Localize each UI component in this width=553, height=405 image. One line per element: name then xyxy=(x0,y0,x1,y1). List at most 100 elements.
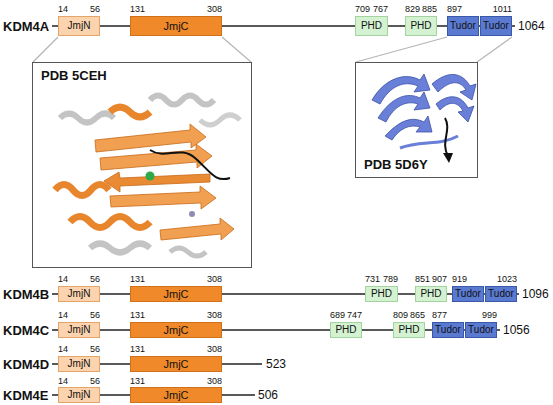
residue-number: 851 xyxy=(415,274,430,284)
domain-name: Tudor xyxy=(455,288,481,300)
protein-length: 1056 xyxy=(503,323,530,337)
peptide-arrowhead xyxy=(443,153,453,163)
tudor-domain: Tudor xyxy=(452,286,484,302)
domain-name: PHD xyxy=(361,20,382,32)
jmjc-domain: JmjC xyxy=(130,322,222,338)
residue-number: 809 xyxy=(393,310,408,320)
phd-domain: PHD xyxy=(405,16,437,36)
beta-strand xyxy=(432,74,476,100)
residue-number: 131 xyxy=(130,274,145,284)
phd-domain: PHD xyxy=(330,322,362,338)
residue-number: 131 xyxy=(130,344,145,354)
domain-name: JmjC xyxy=(163,324,188,337)
domain-name: PHD xyxy=(420,288,441,300)
domain-name: JmjN xyxy=(68,20,91,32)
protein-length: 1064 xyxy=(518,19,545,33)
domain-name: JmjC xyxy=(163,20,188,33)
beta-strand xyxy=(104,172,210,192)
residue-number: 907 xyxy=(432,274,447,284)
residue-number: 56 xyxy=(90,310,100,320)
residue-number: 1011 xyxy=(493,4,512,14)
domain-name: JmjN xyxy=(68,324,91,336)
residue-number: 767 xyxy=(373,4,388,14)
domain-name: Tudor xyxy=(435,324,461,336)
tudor-domain: Tudor xyxy=(432,322,464,338)
residue-number: 308 xyxy=(207,376,222,386)
residue-number: 14 xyxy=(58,310,68,320)
protein-name: KDM4C xyxy=(3,323,49,338)
jmjn-domain: JmjN xyxy=(58,356,100,372)
beta-strand xyxy=(110,186,216,209)
residue-number: 308 xyxy=(207,4,222,14)
residue-number: 877 xyxy=(432,310,447,320)
residue-number: 56 xyxy=(90,376,100,386)
residue-number: 131 xyxy=(130,4,145,14)
residue-number: 131 xyxy=(130,376,145,386)
residue-number: 999 xyxy=(482,310,497,320)
backbone-line xyxy=(52,25,515,27)
zoom-line xyxy=(33,37,58,62)
domain-name: JmjN xyxy=(68,389,91,401)
residue-number: 14 xyxy=(58,4,68,14)
residue-number: 747 xyxy=(347,310,362,320)
residue-number: 865 xyxy=(410,310,425,320)
residue-number: 829 xyxy=(405,4,420,14)
residue-number: 14 xyxy=(58,344,68,354)
helix xyxy=(150,96,214,105)
residue-number: 131 xyxy=(130,310,145,320)
residue-number: 689 xyxy=(330,310,345,320)
tudor-domain: Tudor xyxy=(465,322,497,338)
helix xyxy=(110,107,150,117)
domain-name: Tudor xyxy=(468,324,494,336)
domain-name: JmjC xyxy=(163,358,188,371)
jmjc-domain: JmjC xyxy=(130,387,222,403)
residue-number: 709 xyxy=(355,4,370,14)
domain-name: JmjC xyxy=(163,389,188,402)
phd-domain: PHD xyxy=(355,16,388,36)
domain-name: PHD xyxy=(398,324,419,336)
domain-name: Tudor xyxy=(450,20,476,32)
residue-number: 897 xyxy=(447,4,462,14)
beta-strand xyxy=(385,116,432,140)
protein-name: KDM4D xyxy=(3,357,49,372)
protein-name: KDM4E xyxy=(3,388,49,403)
residue-number: 56 xyxy=(90,344,100,354)
domain-name: JmjC xyxy=(163,288,188,301)
domain-name: PHD xyxy=(335,324,356,336)
metal-ion xyxy=(146,172,155,181)
structure-inset: PDB 5CEH xyxy=(32,62,252,268)
pdb-id: PDB 5CEH xyxy=(41,68,107,83)
protein-length: 523 xyxy=(266,357,286,371)
helix xyxy=(55,185,109,196)
jmjn-domain: JmjN xyxy=(58,322,100,338)
residue-number: 919 xyxy=(452,274,467,284)
phd-domain: PHD xyxy=(365,286,398,302)
protein-backbones xyxy=(52,26,519,395)
loop xyxy=(400,136,458,148)
pdb-id: PDB 5D6Y xyxy=(364,157,428,172)
zoom-line xyxy=(222,37,251,62)
tudor-domain: Tudor xyxy=(485,286,517,302)
domain-name: JmjN xyxy=(68,358,91,370)
domain-name: Tudor xyxy=(483,20,509,32)
domain-name: Tudor xyxy=(488,288,514,300)
tudor-structure-cartoon xyxy=(372,74,476,163)
residue-number: 1023 xyxy=(497,274,517,284)
residue-number: 308 xyxy=(207,274,222,284)
backbone-line xyxy=(52,293,519,295)
zoom-lines xyxy=(33,37,512,62)
domain-name: JmjN xyxy=(68,288,91,300)
residue-number: 14 xyxy=(58,376,68,386)
structure-inset: PDB 5D6Y xyxy=(355,62,478,178)
beta-strand xyxy=(378,92,430,122)
residue-number: 308 xyxy=(207,310,222,320)
residue-number: 56 xyxy=(90,274,100,284)
jmjn-domain: JmjN xyxy=(58,16,100,36)
jmjc-domain: JmjC xyxy=(130,356,222,372)
phd-domain: PHD xyxy=(415,286,447,302)
helix xyxy=(60,114,114,123)
domain-name: PHD xyxy=(371,288,392,300)
peptide-chain xyxy=(445,118,448,156)
